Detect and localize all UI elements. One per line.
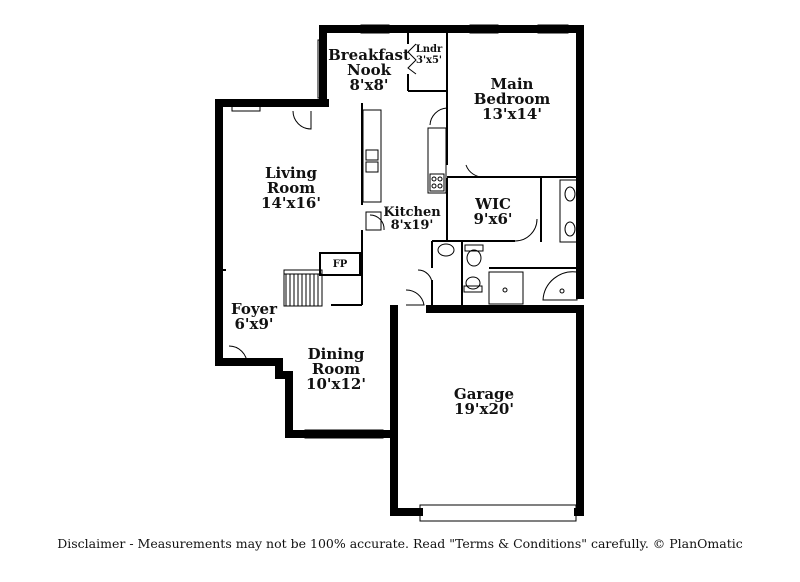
main-bedroom-name-1: Main [491,75,534,93]
kitchen-name: Kitchen [383,205,441,220]
wic-name: WIC [474,195,511,213]
laundry-name: Lndr [416,44,443,55]
main-bedroom-name-2: Bedroom [474,90,551,108]
breakfast-nook-label: Breakfast Nook 8'x8' [328,46,410,94]
wic-label: WIC 9'x6' [473,195,512,228]
breakfast-nook-name-2: Nook [347,61,392,79]
dining-room-name-1: Dining [308,345,365,363]
kitchen-counters [362,109,447,231]
breakfast-nook-size: 8'x8' [349,76,388,94]
foyer-label: Foyer 6'x9' [231,300,278,333]
kitchen-size: 8'x19' [391,218,434,233]
foyer-size: 6'x9' [234,315,273,333]
living-room-name-2: Room [267,179,315,197]
living-room-size: 14'x16' [261,194,321,212]
breakfast-nook-name-1: Breakfast [328,46,410,64]
laundry-label: Lndr 3'x5' [416,44,443,66]
fireplace-box [319,252,361,276]
garage-label: Garage 19'x20' [454,385,514,418]
dining-room-size: 10'x12' [306,375,366,393]
fireplace-label: FP [333,259,348,270]
foyer-name: Foyer [231,300,278,318]
dining-room-name-2: Room [312,360,360,378]
stairs [283,269,323,307]
bathroom-fixtures [437,179,579,305]
garage-size: 19'x20' [454,400,514,418]
living-room-name-1: Living [265,164,318,182]
exterior-walls [215,25,584,516]
garage-name: Garage [454,385,514,403]
main-bedroom-size: 13'x14' [482,105,542,123]
wic-size: 9'x6' [473,210,512,228]
disclaimer-text: Disclaimer - Measurements may not be 100… [57,536,743,551]
main-bedroom-label: Main Bedroom 13'x14' [474,75,551,123]
living-room-label: Living Room 14'x16' [261,164,321,212]
dining-room-label: Dining Room 10'x12' [306,345,366,393]
doors [228,43,538,365]
floor-plan: Breakfast Nook 8'x8' Lndr 3'x5' Main Bed… [215,24,584,522]
kitchen-label: Kitchen 8'x19' [383,205,441,233]
laundry-size: 3'x5' [416,55,442,66]
